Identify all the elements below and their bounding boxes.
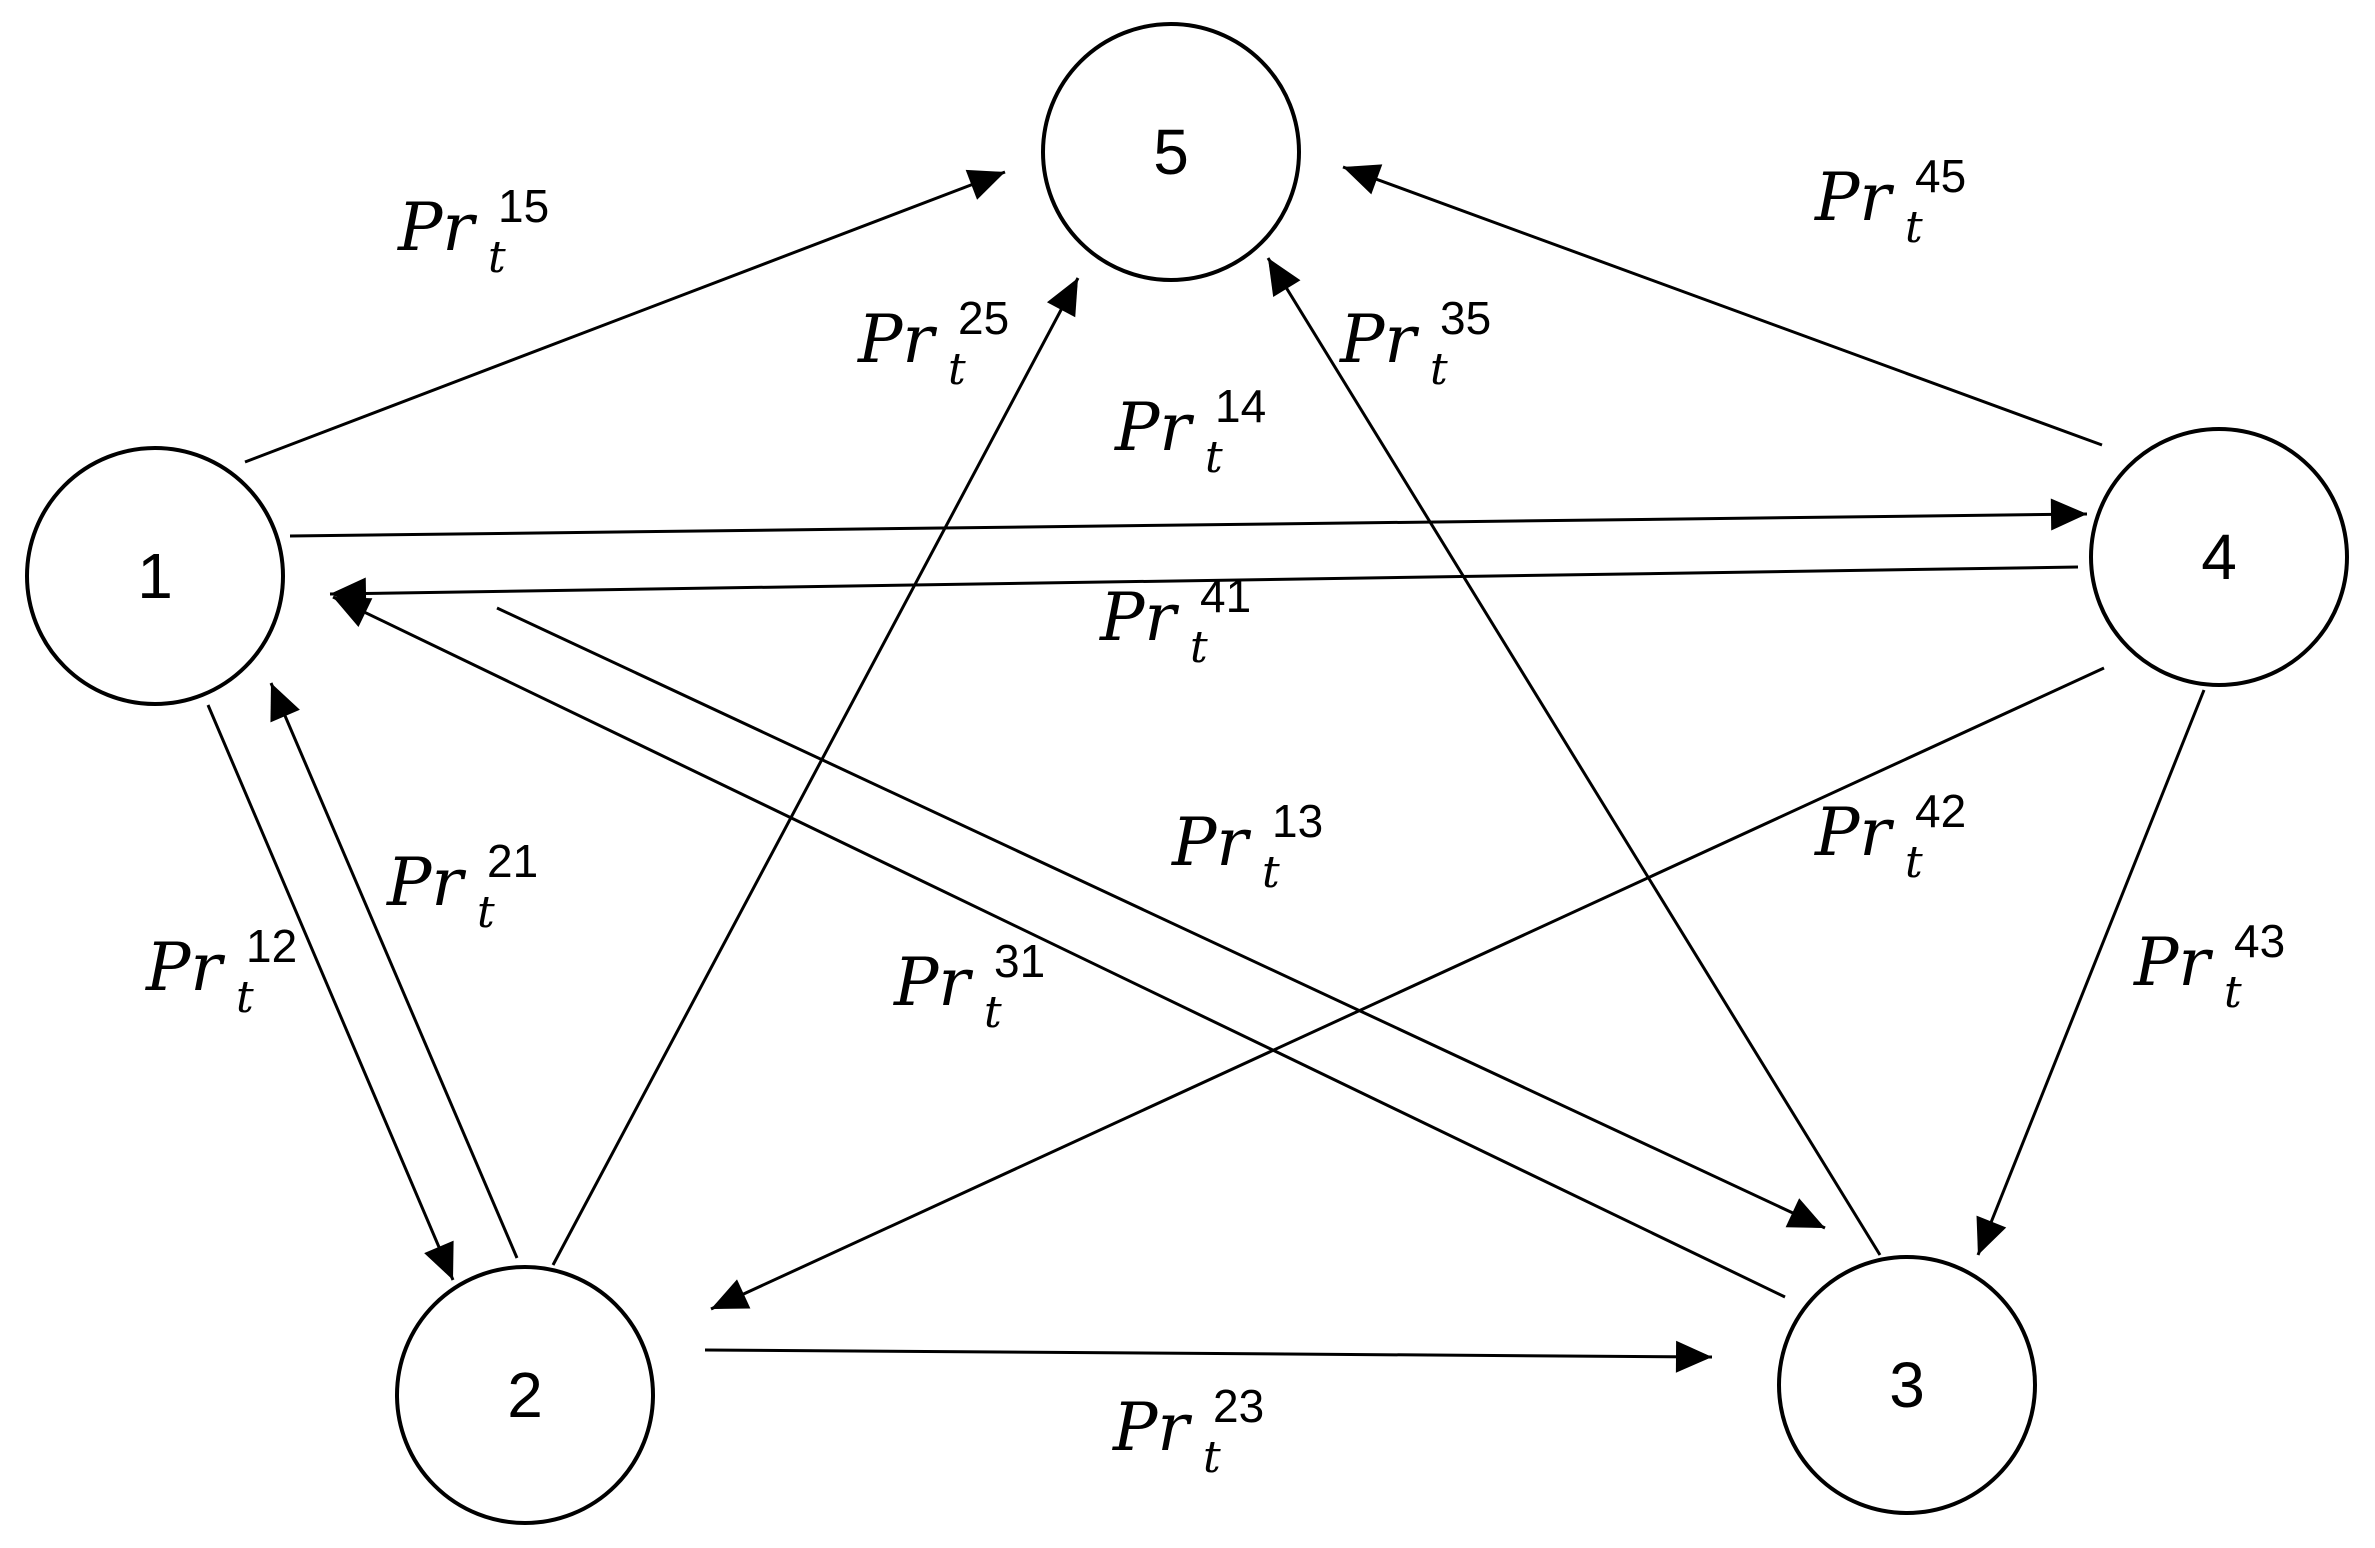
edge-label-subscript-4-2: t <box>1905 837 1923 888</box>
node-circle <box>1777 1255 2037 1515</box>
arrowhead-4-3 <box>1976 1215 2007 1255</box>
edge-label-superscript: 21 <box>487 835 538 887</box>
edge-label-subscript-2-5: t <box>948 344 966 395</box>
edge-arrow-4-3 <box>1976 689 2206 1256</box>
edge-label-base: Pr <box>857 301 937 378</box>
node-label: 1 <box>137 540 173 612</box>
edge-label-subscript-1-2: t <box>236 972 254 1023</box>
edge-label-superscript: 12 <box>246 920 297 972</box>
edge-label-base: Pr <box>1339 301 1419 378</box>
edge-label-base: Pr <box>1814 159 1894 236</box>
edge-label-subscript-2-1: t <box>477 887 495 938</box>
edge-arrow-3-5 <box>1266 257 1882 1256</box>
node-3: 3 <box>1777 1255 2037 1515</box>
edge-arrow-2-3 <box>704 1348 1713 1362</box>
edge-label-base: Pr <box>893 944 973 1021</box>
edge-label-subscript-3-1: t <box>984 987 1002 1038</box>
arrowhead-3-1 <box>333 597 373 628</box>
node-label: 3 <box>1889 1349 1925 1421</box>
edge-label-2-5: Pr 25 <box>857 292 1009 378</box>
edge-label-4-3: Pr 43 <box>2133 915 2285 1001</box>
edge-arrow-4-5 <box>1342 165 2103 447</box>
edge-label-subscript-4-3: t <box>2224 967 2242 1018</box>
edge-label-3-1: Pr 31 <box>893 935 1045 1021</box>
node-5: 5 <box>1041 22 1301 282</box>
edge-label-superscript: 13 <box>1272 795 1323 847</box>
edge-label-base: Pr <box>2133 924 2213 1001</box>
edge-label-superscript: 42 <box>1915 785 1966 837</box>
arrowhead-4-5 <box>1343 164 1383 195</box>
edge-label-subscript-1-3: t <box>1262 847 1280 898</box>
edge-arrow-1-5 <box>244 170 1006 464</box>
edge-label-1-4: Pr 14 <box>1114 380 1266 466</box>
edge-label-1-2: Pr 12 <box>145 920 297 1006</box>
edge-label-4-2: Pr 42 <box>1814 785 1966 871</box>
edge-arrow-1-2 <box>206 704 455 1281</box>
arrowhead-2-5 <box>1046 278 1078 318</box>
edge-label-superscript: 45 <box>1915 150 1966 202</box>
edge-label-base: Pr <box>1114 389 1194 466</box>
edge-arrow-2-1 <box>269 682 519 1259</box>
node-4: 4 <box>2089 427 2349 687</box>
edge-arrow-4-1 <box>329 565 2079 599</box>
node-label: 4 <box>2201 521 2237 593</box>
edge-label-superscript: 23 <box>1213 1380 1264 1432</box>
edge-label-superscript: 31 <box>994 935 1045 987</box>
edge-arrow-3-1 <box>332 595 1786 1299</box>
edge-label-1-5: Pr 15 <box>397 180 549 266</box>
edge-label-1-3: Pr 13 <box>1171 795 1323 881</box>
edges-layer <box>206 164 2206 1373</box>
edge-label-subscript-4-5: t <box>1905 202 1923 253</box>
edge-arrow-4-2 <box>710 666 2105 1311</box>
edge-label-2-3: Pr 23 <box>1112 1380 1264 1466</box>
edge-label-base: Pr <box>386 844 466 921</box>
edge-arrow-2-5 <box>551 277 1080 1266</box>
edge-label-base: Pr <box>1099 579 1179 656</box>
edge-label-superscript: 14 <box>1215 380 1266 432</box>
arrowhead-2-3 <box>1675 1340 1712 1373</box>
node-label: 2 <box>507 1359 543 1431</box>
edge-label-superscript: 35 <box>1440 292 1491 344</box>
arrowhead-1-2 <box>424 1240 454 1280</box>
edge-label-subscript-1-4: t <box>1205 432 1223 483</box>
arrowhead-1-3 <box>1785 1198 1825 1228</box>
node-circle <box>25 446 285 706</box>
edge-label-superscript: 25 <box>958 292 1009 344</box>
arrowhead-3-5 <box>1268 258 1301 298</box>
edge-label-base: Pr <box>1112 1389 1192 1466</box>
edge-label-base: Pr <box>1814 794 1894 871</box>
edge-label-base: Pr <box>397 189 477 266</box>
edge-label-4-5: Pr 45 <box>1814 150 1966 236</box>
arrowhead-2-1 <box>270 683 300 723</box>
edge-label-subscript-3-5: t <box>1430 344 1448 395</box>
edge-arrow-1-3 <box>496 606 1826 1230</box>
arrowhead-1-5 <box>965 169 1005 200</box>
node-label: 5 <box>1153 116 1189 188</box>
node-circle <box>1041 22 1301 282</box>
node-circle <box>395 1265 655 1525</box>
node-1: 1 <box>25 446 285 706</box>
edge-label-base: Pr <box>1171 804 1251 881</box>
arrowhead-1-4 <box>2050 498 2087 531</box>
edge-label-superscript: 43 <box>2234 915 2285 967</box>
edge-label-base: Pr <box>145 929 225 1006</box>
edge-label-2-1: Pr 21 <box>386 835 538 921</box>
edge-arrow-1-4 <box>289 509 2088 538</box>
edge-label-subscript-1-5: t <box>488 232 506 283</box>
edge-label-subscript-2-3: t <box>1203 1432 1221 1483</box>
arrowhead-4-2 <box>711 1279 751 1309</box>
edge-label-subscript-4-1: t <box>1190 622 1208 673</box>
edge-label-superscript: 41 <box>1200 570 1251 622</box>
edge-label-3-5: Pr 35 <box>1339 292 1491 378</box>
edge-label-superscript: 15 <box>498 180 549 232</box>
node-2: 2 <box>395 1265 655 1525</box>
edge-label-4-1: Pr 41 <box>1099 570 1251 656</box>
node-circle <box>2089 427 2349 687</box>
